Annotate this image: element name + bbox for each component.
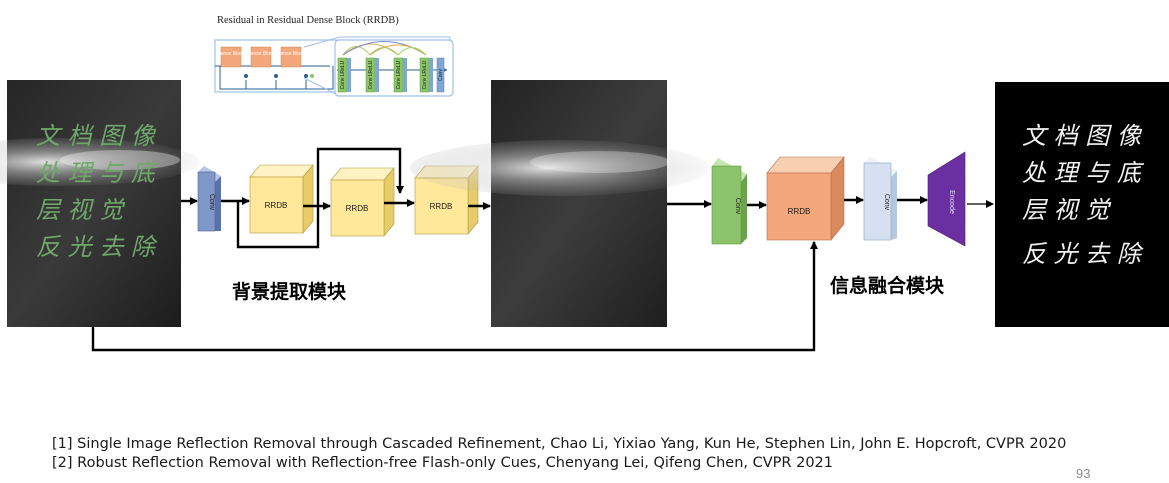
svg-text:Dense Block: Dense Block (247, 51, 276, 57)
svg-text:Encode: Encode (948, 190, 955, 214)
output-handwriting-line-3: 层 视 觉 (1022, 196, 1112, 224)
output-image: 文 档 图 像 处 理 与 底 层 视 觉 反 光 去 除 (995, 82, 1169, 327)
svg-text:Conv: Conv (438, 69, 444, 81)
inset-conv-lrelu-1: Conv LReLU (337, 57, 351, 93)
reference-2: [2] Robust Reflection Removal with Refle… (52, 455, 833, 471)
svg-text:Conv: Conv (734, 198, 741, 215)
inset-dense-block-2: Dense Block (247, 46, 276, 68)
fusion-encode-block: Encode (927, 151, 966, 247)
svg-text:RRDB: RRDB (265, 201, 288, 210)
background-module-label: 背景提取模块 (232, 280, 347, 303)
input-handwriting-line-3: 层 视 觉 (36, 196, 126, 224)
inset-conv-lrelu-4: Conv LReLU (419, 57, 433, 93)
fusion-module-label: 信息融合模块 (830, 274, 945, 297)
inset-conv-lrelu-3: Conv LReLU (393, 57, 407, 93)
background-image (410, 80, 710, 327)
fusion-rrdb-block: RRDB (766, 156, 845, 241)
svg-text:Conv: Conv (883, 194, 890, 211)
rrdb-inset: Residual in Residual Dense Block (RRDB) … (214, 15, 454, 97)
input-handwriting-line-4: 反 光 去 除 (36, 233, 158, 261)
page-number: 93 (1076, 466, 1091, 481)
svg-text:Dense Block: Dense Block (277, 51, 306, 57)
svg-text:RRDB: RRDB (788, 207, 811, 216)
skip-connection-arrow (91, 241, 818, 352)
output-handwriting-line-1: 文 档 图 像 (1022, 122, 1143, 150)
output-handwriting-line-2: 处 理 与 底 (1022, 159, 1145, 187)
reference-1: [1] Single Image Reflection Removal thro… (52, 436, 1067, 452)
bg-conv-block: Conv (197, 166, 221, 232)
svg-text:Conv LReLU: Conv LReLU (396, 60, 402, 89)
svg-text:Conv LReLU: Conv LReLU (340, 60, 346, 89)
svg-text:Conv: Conv (208, 194, 215, 211)
inset-title: Residual in Residual Dense Block (RRDB) (217, 15, 399, 26)
svg-text:Dense Block: Dense Block (217, 51, 246, 57)
fusion-conv-block-1: Conv (711, 158, 747, 245)
inset-dense-block-3: Dense Block (277, 46, 306, 68)
svg-text:RRDB: RRDB (346, 204, 369, 213)
input-image: 文 档 图 像 处 理 与 底 层 视 觉 反 光 去 除 (0, 80, 200, 327)
svg-text:Conv LReLU: Conv LReLU (422, 60, 428, 89)
svg-text:RRDB: RRDB (430, 202, 453, 211)
svg-text:Conv LReLU: Conv LReLU (368, 60, 374, 89)
inset-conv: Conv (436, 57, 445, 93)
information-fusion-module: Conv RRDB Conv Encode 信息融合模块 (667, 151, 994, 297)
bg-rrdb-block-1: RRDB (249, 164, 314, 234)
background-extraction-module: Conv RRDB RRDB RRDB (181, 147, 491, 303)
inset-dense-block-1: Dense Block (217, 46, 246, 68)
inset-conv-lrelu-2: Conv LReLU (365, 57, 379, 93)
fusion-conv-block-2: Conv (863, 157, 897, 241)
input-handwriting-line-1: 文 档 图 像 (36, 122, 157, 150)
output-handwriting-line-4: 反 光 去 除 (1022, 240, 1144, 268)
input-handwriting-line-2: 处 理 与 底 (36, 159, 159, 187)
